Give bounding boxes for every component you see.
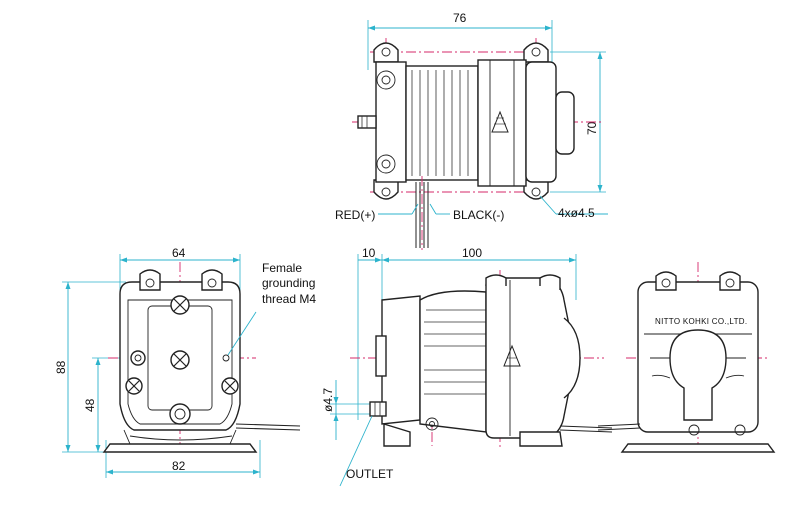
dim-outlet-diameter: ø4.7 xyxy=(321,388,335,412)
dim-side-length: 100 xyxy=(462,246,482,260)
mount-ear-top-left xyxy=(373,42,399,63)
label-outlet: OUTLET xyxy=(346,467,394,481)
mount-ear-bottom-left xyxy=(373,179,399,200)
dim-front-width: 64 xyxy=(172,246,186,260)
manufacturer-label: NITTO KOHKI CO.,LTD. xyxy=(655,317,747,326)
side-motor-body xyxy=(419,290,487,433)
top-end-plate xyxy=(375,61,407,183)
dim-top-height: 70 xyxy=(585,121,599,135)
side-head xyxy=(485,277,574,439)
side-end-plate xyxy=(381,295,421,425)
dim-front-base-width: 82 xyxy=(172,459,186,473)
mount-ear-top-right xyxy=(523,42,549,63)
label-grounding-2: grounding xyxy=(262,276,315,290)
screw-icon xyxy=(170,295,190,315)
side-flow-arrow-icon xyxy=(503,344,521,367)
top-view: 76 70 xyxy=(335,11,608,250)
outlet-nozzle xyxy=(369,401,387,417)
front-view: 64 88 48 82 xyxy=(54,246,316,478)
label-red-wire: RED(+) xyxy=(335,208,375,222)
rear-motor-cap xyxy=(669,329,727,421)
rear-base xyxy=(620,443,776,453)
label-grounding-1: Female xyxy=(262,261,302,275)
dim-top-width: 76 xyxy=(453,11,467,25)
grounding-thread-icon xyxy=(222,354,230,362)
rear-view: NITTO KOHKI CO.,LTD. xyxy=(597,262,776,453)
dim-front-height: 88 xyxy=(54,360,68,374)
top-motor-body xyxy=(405,65,479,181)
label-grounding-3: thread M4 xyxy=(262,292,316,306)
mount-ear-bottom-right xyxy=(523,179,549,200)
flow-arrow-icon xyxy=(491,110,509,133)
top-head xyxy=(477,59,527,187)
front-base xyxy=(102,443,258,453)
label-mount-holes: 4xø4.5 xyxy=(558,206,595,220)
dim-front-center-height: 48 xyxy=(83,398,97,412)
label-black-wire: BLACK(-) xyxy=(453,208,504,222)
side-view: 10 100 ø4.7 xyxy=(321,246,613,487)
dim-side-offset: 10 xyxy=(362,246,376,260)
